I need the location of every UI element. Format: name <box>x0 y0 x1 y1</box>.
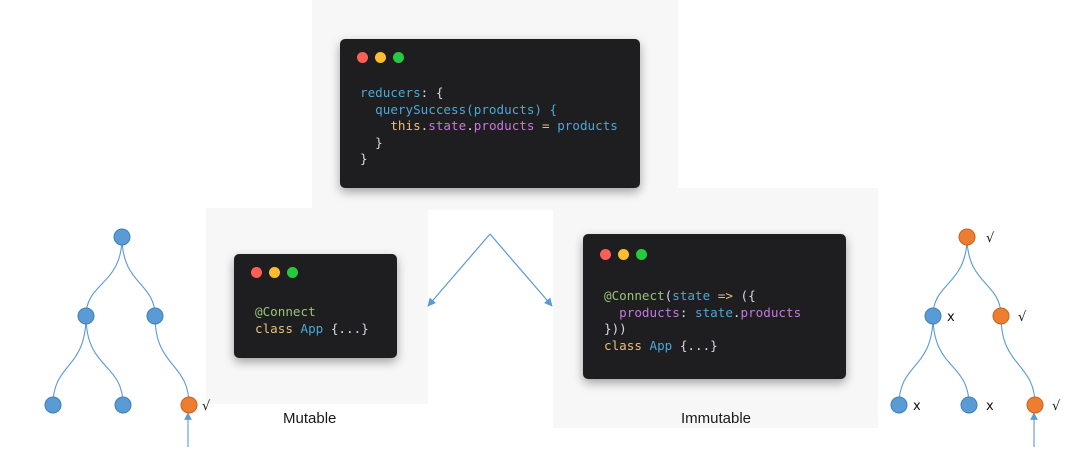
code-token: class <box>255 320 301 336</box>
code-token: {...} <box>330 320 369 336</box>
code-token: @Connect <box>604 288 665 303</box>
code-token: state <box>428 118 467 133</box>
tree-node <box>146 307 164 325</box>
close-dot-icon <box>600 249 611 260</box>
mutable-code: @Connect class App {...} <box>255 304 369 337</box>
tree-node-changed <box>958 228 976 246</box>
code-token: (products) { <box>466 101 558 117</box>
minimize-dot-icon <box>618 249 629 260</box>
code-token: => <box>710 288 741 303</box>
minimize-dot-icon <box>375 52 386 63</box>
code-token: . <box>732 304 741 320</box>
code-token: . <box>420 118 429 133</box>
check-mark: √ <box>986 231 995 246</box>
cross-mark: x <box>913 399 921 414</box>
tree-node <box>113 228 131 246</box>
code-token: {...} <box>679 337 718 353</box>
code-token: } <box>360 151 368 166</box>
code-token: class <box>604 337 650 353</box>
close-dot-icon <box>357 52 368 63</box>
immutable-code-window: @Connect(state => ({ products: state.pro… <box>583 234 846 379</box>
check-mark: √ <box>1052 399 1061 414</box>
maximize-dot-icon <box>287 267 298 278</box>
code-token: : { <box>420 85 444 100</box>
check-mark: √ <box>202 399 211 414</box>
tree-node <box>44 396 62 414</box>
maximize-dot-icon <box>393 52 404 63</box>
tree-node <box>924 307 942 325</box>
close-dot-icon <box>251 267 262 278</box>
code-token: state <box>695 304 733 320</box>
mutable-tree: √ <box>44 228 211 447</box>
cross-mark: x <box>986 399 994 414</box>
code-token: reducers <box>360 85 421 100</box>
code-token: : <box>679 304 695 320</box>
code-token: products <box>740 304 802 320</box>
cross-mark: x <box>947 310 955 325</box>
check-mark: √ <box>1018 310 1027 325</box>
reducer-code-window: reducers: { querySuccess(products) { thi… <box>340 39 640 188</box>
tree-node-changed <box>992 307 1010 325</box>
code-token: ({ <box>740 288 756 303</box>
code-token: ( <box>664 288 673 303</box>
code-token: products <box>557 118 618 133</box>
code-token: state <box>672 288 711 303</box>
code-token: @Connect <box>255 304 316 319</box>
code-token: = <box>534 118 558 133</box>
maximize-dot-icon <box>636 249 647 260</box>
code-token: App <box>300 320 331 336</box>
tree-node <box>114 396 132 414</box>
immutable-caption: Immutable <box>681 410 752 427</box>
minimize-dot-icon <box>269 267 280 278</box>
branch-arrows <box>427 233 553 307</box>
mutable-code-window: @Connect class App {...} <box>234 254 397 358</box>
reducer-code: reducers: { querySuccess(products) { thi… <box>360 85 618 168</box>
tree-node-changed <box>1026 396 1044 414</box>
code-token: products <box>604 304 680 320</box>
immutable-code: @Connect(state => ({ products: state.pro… <box>604 288 801 354</box>
code-token: . <box>466 118 474 133</box>
mutable-caption: Mutable <box>283 410 337 427</box>
tree-node <box>960 396 978 414</box>
code-token: })) <box>604 321 627 336</box>
arrow-to-immutable <box>489 233 553 307</box>
code-token: } <box>360 134 383 150</box>
tree-node-changed <box>180 396 198 414</box>
code-token: this <box>360 118 421 133</box>
code-token: querySuccess <box>360 101 467 117</box>
code-token: products <box>473 118 535 133</box>
arrow-to-mutable <box>427 233 491 307</box>
code-token: App <box>649 337 680 353</box>
tree-node <box>77 307 95 325</box>
tree-node <box>890 396 908 414</box>
immutable-tree: √ x √ x x √ <box>890 228 1061 447</box>
